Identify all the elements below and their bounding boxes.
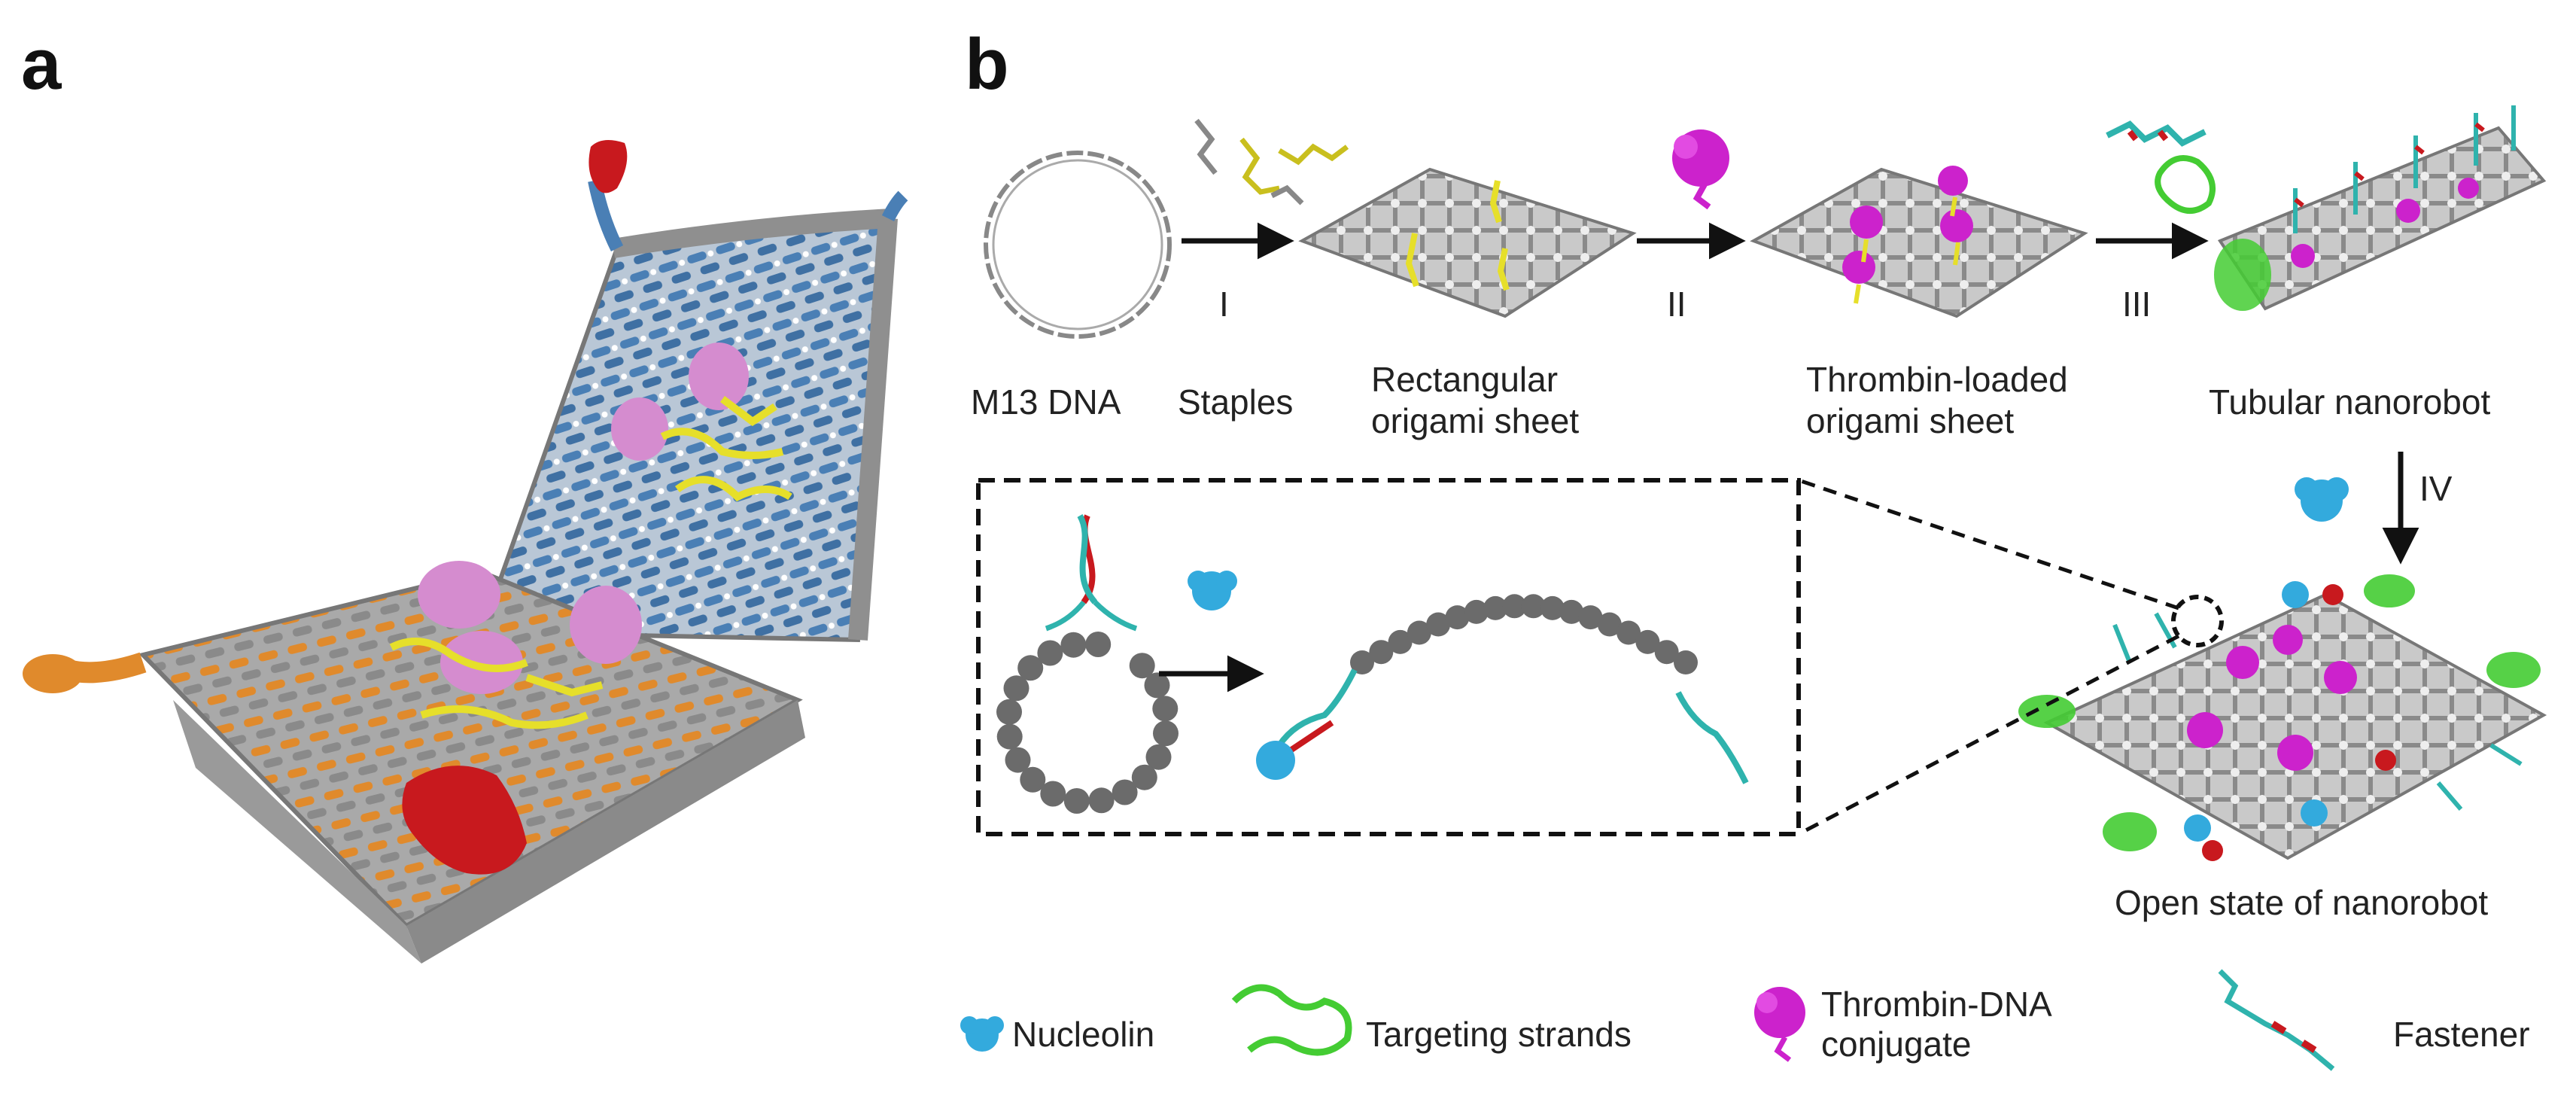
bead	[1145, 744, 1172, 770]
bead	[1144, 672, 1170, 699]
thrombin-icon	[1672, 129, 1729, 210]
red-protein-top	[588, 140, 628, 193]
panel-label-a: a	[21, 24, 62, 105]
label-rectangular-l2: origami sheet	[1371, 401, 1579, 440]
pink-protein	[440, 631, 523, 694]
bead	[1464, 599, 1489, 624]
bead	[1445, 605, 1470, 630]
bead	[1020, 766, 1046, 793]
legend-thrombin-icon	[1754, 987, 1805, 1062]
label-tubular: Tubular nanorobot	[2209, 382, 2490, 422]
legend-targeting: Targeting strands	[1366, 1015, 1632, 1054]
bead	[1350, 650, 1374, 674]
staple-strands	[1194, 118, 1349, 206]
label-open-state: Open state of nanorobot	[2115, 883, 2488, 922]
bead	[1654, 640, 1679, 665]
inset-box	[976, 478, 1801, 836]
bead	[1063, 788, 1090, 814]
bead	[1502, 594, 1527, 619]
pink-protein	[418, 561, 500, 629]
bead	[1060, 632, 1087, 658]
legend-targeting-icon	[1231, 984, 1352, 1056]
legend: Nucleolin Targeting strands Thrombin-DNA…	[960, 969, 2530, 1071]
bead	[1540, 595, 1565, 620]
bead	[1085, 632, 1112, 657]
label-m13-dna: M13 DNA	[971, 382, 1121, 422]
label-staples: Staples	[1178, 382, 1293, 422]
bead	[1407, 620, 1431, 645]
legend-nucleolin-icon	[960, 1016, 1004, 1052]
step-ii-label: II	[1667, 285, 1686, 324]
bead	[996, 723, 1023, 750]
nucleolin-icon	[1188, 571, 1237, 610]
legend-fastener-icon	[2218, 969, 2335, 1071]
panel-label-b: b	[965, 24, 1009, 105]
nanorobot-3d-model	[23, 140, 908, 964]
bead	[1037, 640, 1063, 666]
bead	[1131, 764, 1157, 790]
bead	[1635, 629, 1660, 654]
bead	[1088, 787, 1115, 814]
label-loaded-l1: Thrombin-loaded	[1806, 360, 2068, 399]
legend-fastener: Fastener	[2393, 1015, 2530, 1054]
open-state-nanorobot	[2018, 574, 2547, 861]
inset-closed-loop	[996, 514, 1179, 814]
bead	[1017, 655, 1044, 681]
legend-thrombin-l2: conjugate	[1821, 1024, 1972, 1064]
bead	[1578, 605, 1603, 630]
bead	[1616, 620, 1641, 645]
bead	[1040, 781, 1066, 807]
bead	[1559, 599, 1584, 624]
bead	[996, 699, 1022, 725]
bead	[1152, 696, 1179, 722]
nucleolin-icon	[2295, 477, 2349, 522]
rectangular-origami-sheet	[1298, 167, 1637, 318]
bead	[1674, 650, 1698, 674]
bead	[1388, 629, 1413, 654]
bead	[1369, 640, 1394, 665]
callout-circle	[2171, 595, 2224, 647]
m13-dna-circle	[984, 151, 1172, 339]
step-iii-label: III	[2122, 285, 2151, 324]
red-protein-bottom	[402, 766, 527, 875]
step-iv-label: IV	[2419, 469, 2453, 508]
bead	[1426, 612, 1451, 637]
tubular-nanorobot	[2214, 105, 2547, 311]
fastener-targeting-icons	[2106, 120, 2216, 214]
thrombin-loaded-sheet	[1750, 167, 2088, 318]
pink-protein	[689, 343, 749, 410]
legend-thrombin-l1: Thrombin-DNA	[1821, 985, 2052, 1024]
bead	[1483, 595, 1508, 620]
bead	[1003, 675, 1029, 702]
pink-protein	[611, 397, 668, 461]
inset-opened-strand	[1256, 594, 1749, 784]
pink-protein	[570, 586, 642, 664]
step-i-label: I	[1219, 285, 1229, 324]
bead	[1153, 720, 1179, 747]
bead	[1597, 612, 1622, 637]
label-rectangular-l1: Rectangular	[1371, 360, 1558, 399]
label-loaded-l2: origami sheet	[1806, 401, 2014, 440]
bead	[1005, 747, 1031, 773]
bead	[1521, 594, 1546, 619]
bead	[1129, 653, 1155, 679]
bead	[1112, 779, 1138, 805]
legend-nucleolin: Nucleolin	[1012, 1015, 1154, 1054]
yellow-strands	[389, 396, 792, 729]
